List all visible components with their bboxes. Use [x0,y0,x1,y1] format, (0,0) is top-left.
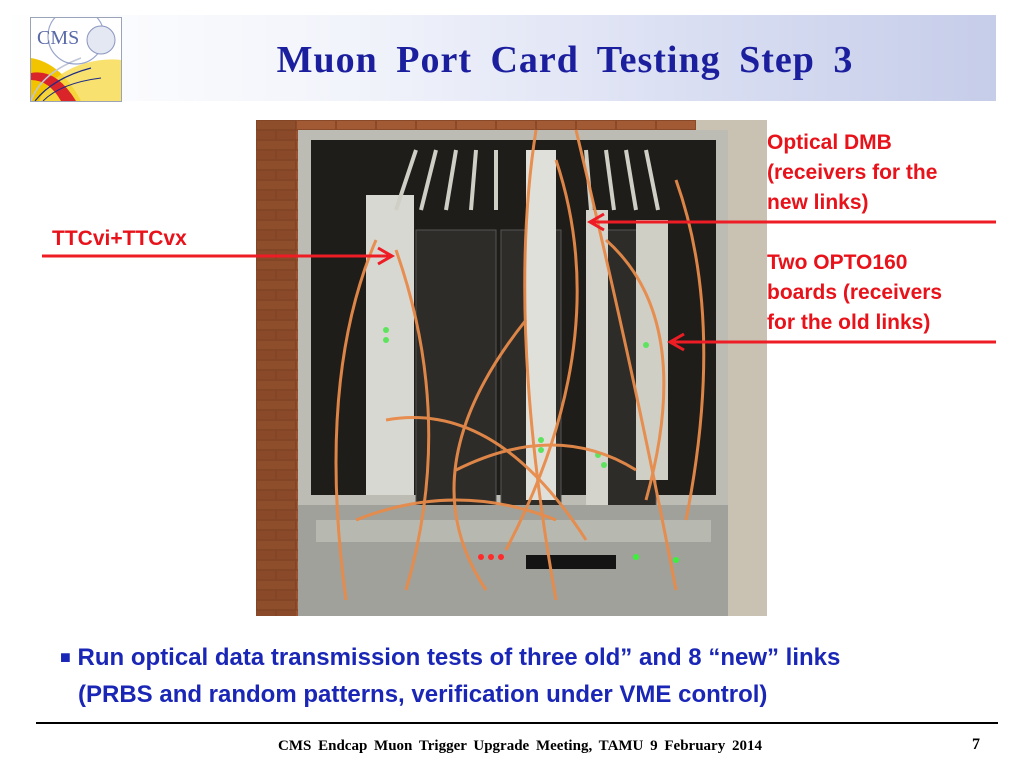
footer-divider [36,722,998,724]
footer-text: CMS Endcap Muon Trigger Upgrade Meeting,… [278,738,762,754]
cms-logo: CMS [30,17,122,102]
svg-text:CMS: CMS [37,27,79,49]
page-number: 7 [972,736,980,753]
crate-photo-illustration [256,120,767,616]
arrow-ttcvi-head [377,246,396,266]
bullet-square-icon: ■ [60,647,71,667]
callout-opto160-line2: boards (receivers [767,281,943,304]
callout-ttcvi: TTCvi+TTCvx [52,227,187,250]
arrow-optical-dmb-head [586,212,605,232]
callout-optical-dmb-line3: new links) [767,191,869,214]
callout-opto160: Two OPTO160 boards (receivers for the ol… [767,248,942,338]
callout-optical-dmb: Optical DMB (receivers for the new links… [767,128,937,218]
callout-optical-dmb-line2: (receivers for the [767,161,938,184]
bullet-line2: (PRBS and random patterns, verification … [78,681,768,708]
title-band [0,15,996,101]
callout-opto160-line1: Two OPTO160 [767,251,908,274]
cms-logo-icon: CMS [31,18,121,101]
bullet-item: ■ Run optical data transmission tests of… [60,640,1000,712]
arrow-opto160-head [666,332,685,352]
page-title: Muon Port Card Testing Step 3 [276,39,854,81]
callout-optical-dmb-line1: Optical DMB [767,131,892,154]
bullet-line1: Run optical data transmission tests of t… [77,644,841,671]
crate-photo [256,120,767,616]
callout-opto160-line3: for the old links) [767,311,931,334]
